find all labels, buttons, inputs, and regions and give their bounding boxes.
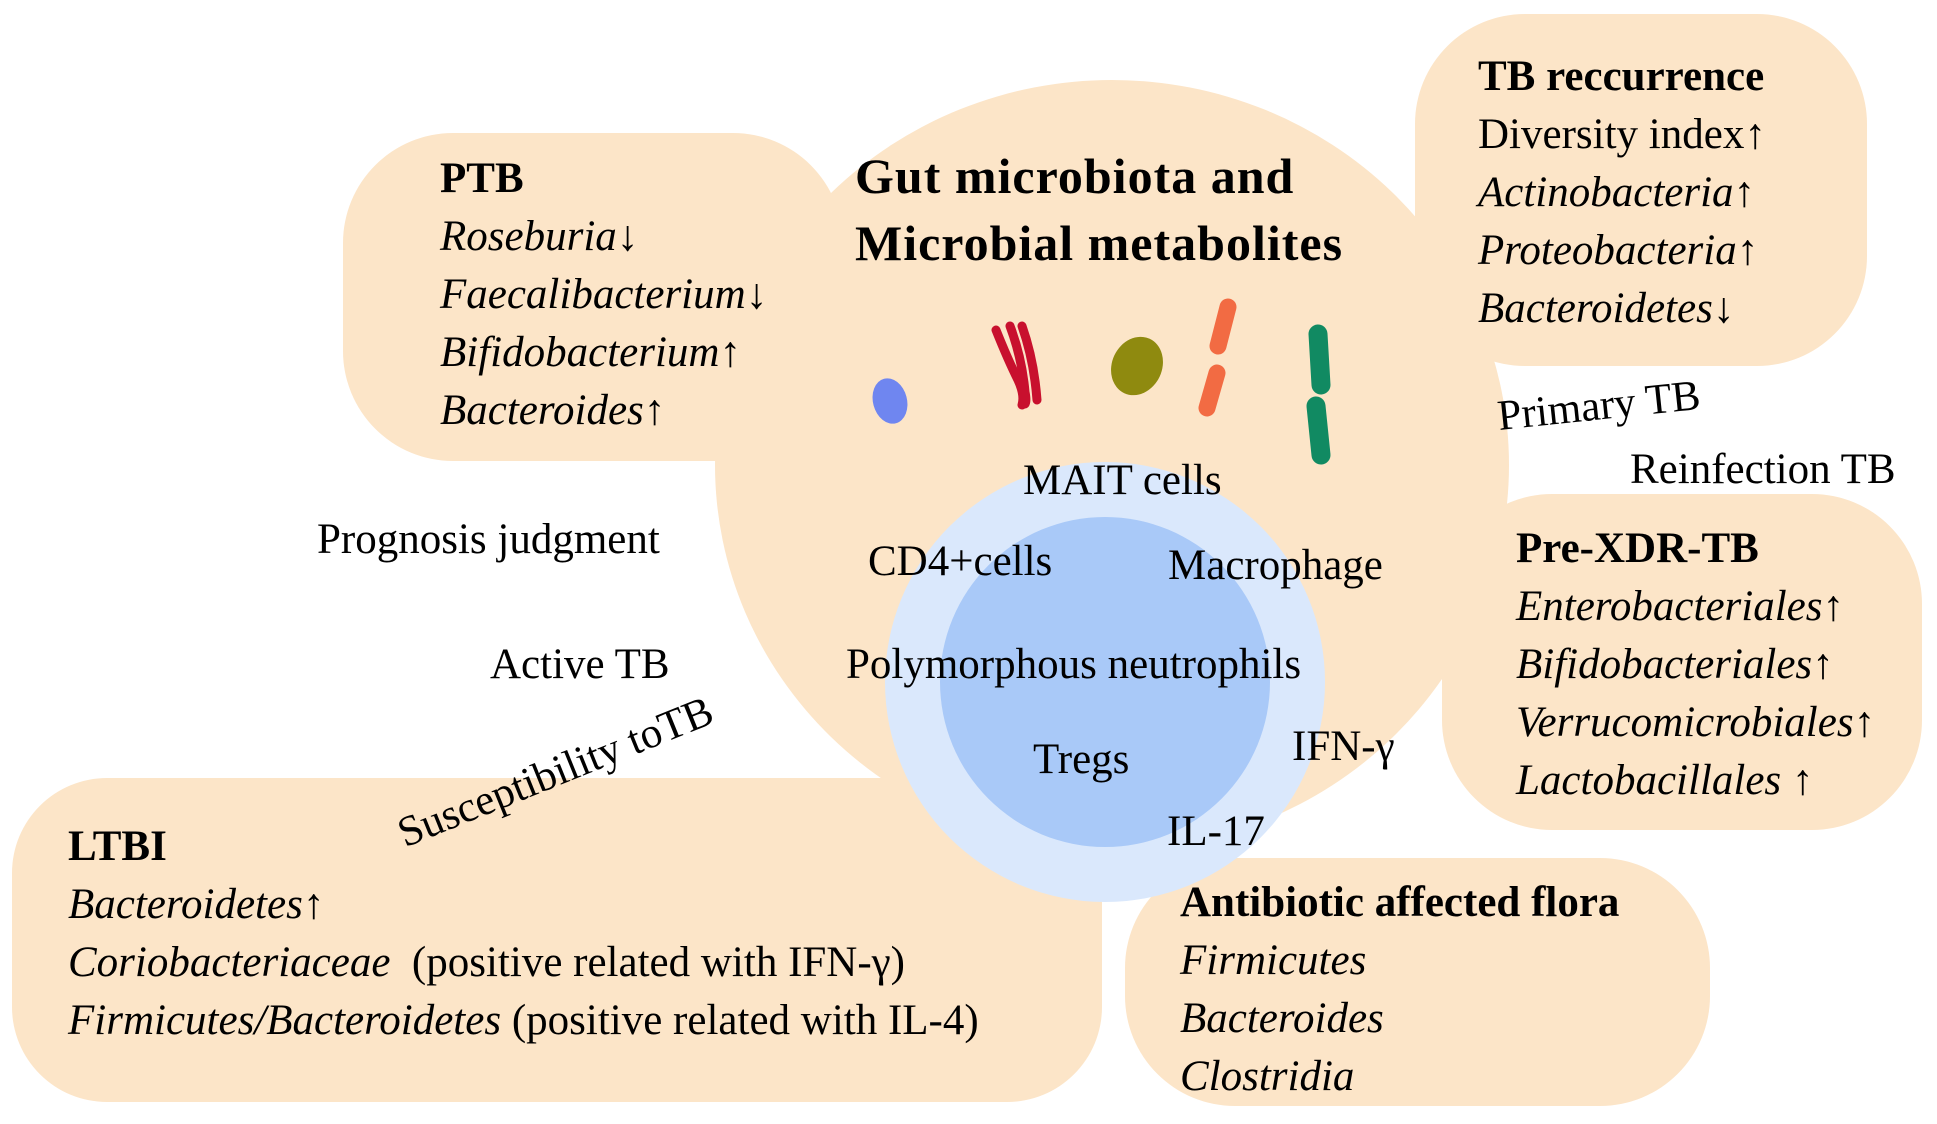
ltbi-title: LTBI bbox=[68, 823, 167, 870]
list-item: Coriobacteriaceae (positive related with… bbox=[68, 939, 905, 986]
cd4-cells-label: CD4+cells bbox=[868, 538, 1053, 585]
active-tb-label: Active TB bbox=[490, 641, 670, 688]
neutrophils-label: Polymorphous neutrophils bbox=[846, 641, 1302, 688]
list-item: Firmicutes/Bacteroidetes (positive relat… bbox=[68, 997, 979, 1044]
olive-coccus-icon bbox=[1111, 336, 1163, 396]
prognosis-judgment-label: Prognosis judgment bbox=[317, 516, 660, 563]
tb-recurrence-list: TB reccurrence Diversity index↑ Actinoba… bbox=[1478, 48, 1766, 338]
ifn-gamma-label: IFN-γ bbox=[1292, 723, 1395, 770]
list-item: Bacteroides bbox=[1180, 995, 1384, 1042]
pre-xdr-box bbox=[1442, 494, 1922, 830]
orange-rod-bacteria-icon bbox=[1198, 298, 1237, 417]
green-rod-bacteria-icon bbox=[1306, 324, 1331, 465]
list-item: Actinobacteria↑ bbox=[1478, 169, 1756, 216]
antibiotic-title: Antibiotic affected flora bbox=[1180, 879, 1620, 926]
list-item: Lactobacillales ↑ bbox=[1516, 757, 1814, 804]
list-item: Firmicutes bbox=[1180, 937, 1367, 984]
list-item: Enterobacteriales↑ bbox=[1516, 583, 1845, 630]
ltbi-box bbox=[12, 778, 1102, 1102]
list-item: Bacteroidetes↑ bbox=[68, 881, 325, 928]
tregs-label: Tregs bbox=[1033, 736, 1130, 783]
list-item: Proteobacteria↑ bbox=[1478, 227, 1759, 274]
reinfection-tb-label: Reinfection TB bbox=[1630, 446, 1896, 493]
blue-coccus-icon bbox=[872, 378, 908, 424]
red-filament-bacteria-icon bbox=[991, 321, 1042, 410]
center-title-line2: Microbial metabolites bbox=[855, 215, 1344, 271]
center-title-line1: Gut microbiota and bbox=[855, 148, 1295, 204]
ptb-list: PTB Roseburia↓ Faecalibacterium↓ Bifidob… bbox=[440, 150, 767, 440]
list-item: Clostridia bbox=[1180, 1053, 1355, 1100]
ptb-title: PTB bbox=[440, 155, 524, 202]
macrophage-label: Macrophage bbox=[1168, 542, 1383, 589]
list-item: Bifidobacterium↑ bbox=[440, 329, 741, 376]
list-item: Bacteroides↑ bbox=[440, 387, 666, 434]
list-item: Faecalibacterium↓ bbox=[440, 271, 768, 318]
pre-xdr-list: Pre-XDR-TB Enterobacteriales↑ Bifidobact… bbox=[1516, 520, 1875, 810]
ptb-box bbox=[343, 133, 843, 461]
il17-label: IL-17 bbox=[1167, 808, 1265, 855]
immune-inner-circle bbox=[940, 517, 1270, 847]
antibiotic-list: Antibiotic affected flora Firmicutes Bac… bbox=[1180, 874, 1619, 1106]
list-item: Verrucomicrobiales↑ bbox=[1516, 699, 1876, 746]
mait-cells-label: MAIT cells bbox=[1023, 457, 1222, 504]
pre-xdr-title: Pre-XDR-TB bbox=[1516, 525, 1759, 572]
list-item: Roseburia↓ bbox=[440, 213, 639, 260]
list-item: Bacteroidetes↓ bbox=[1478, 285, 1735, 332]
tb-recurrence-title: TB reccurrence bbox=[1478, 53, 1765, 100]
list-item: Diversity index↑ bbox=[1478, 111, 1766, 158]
list-item: Bifidobacteriales↑ bbox=[1516, 641, 1834, 688]
antibiotic-box bbox=[1125, 858, 1710, 1106]
ltbi-list: LTBI Bacteroidetes↑ Coriobacteriaceae (p… bbox=[68, 818, 979, 1050]
tb-recurrence-box bbox=[1415, 14, 1867, 366]
